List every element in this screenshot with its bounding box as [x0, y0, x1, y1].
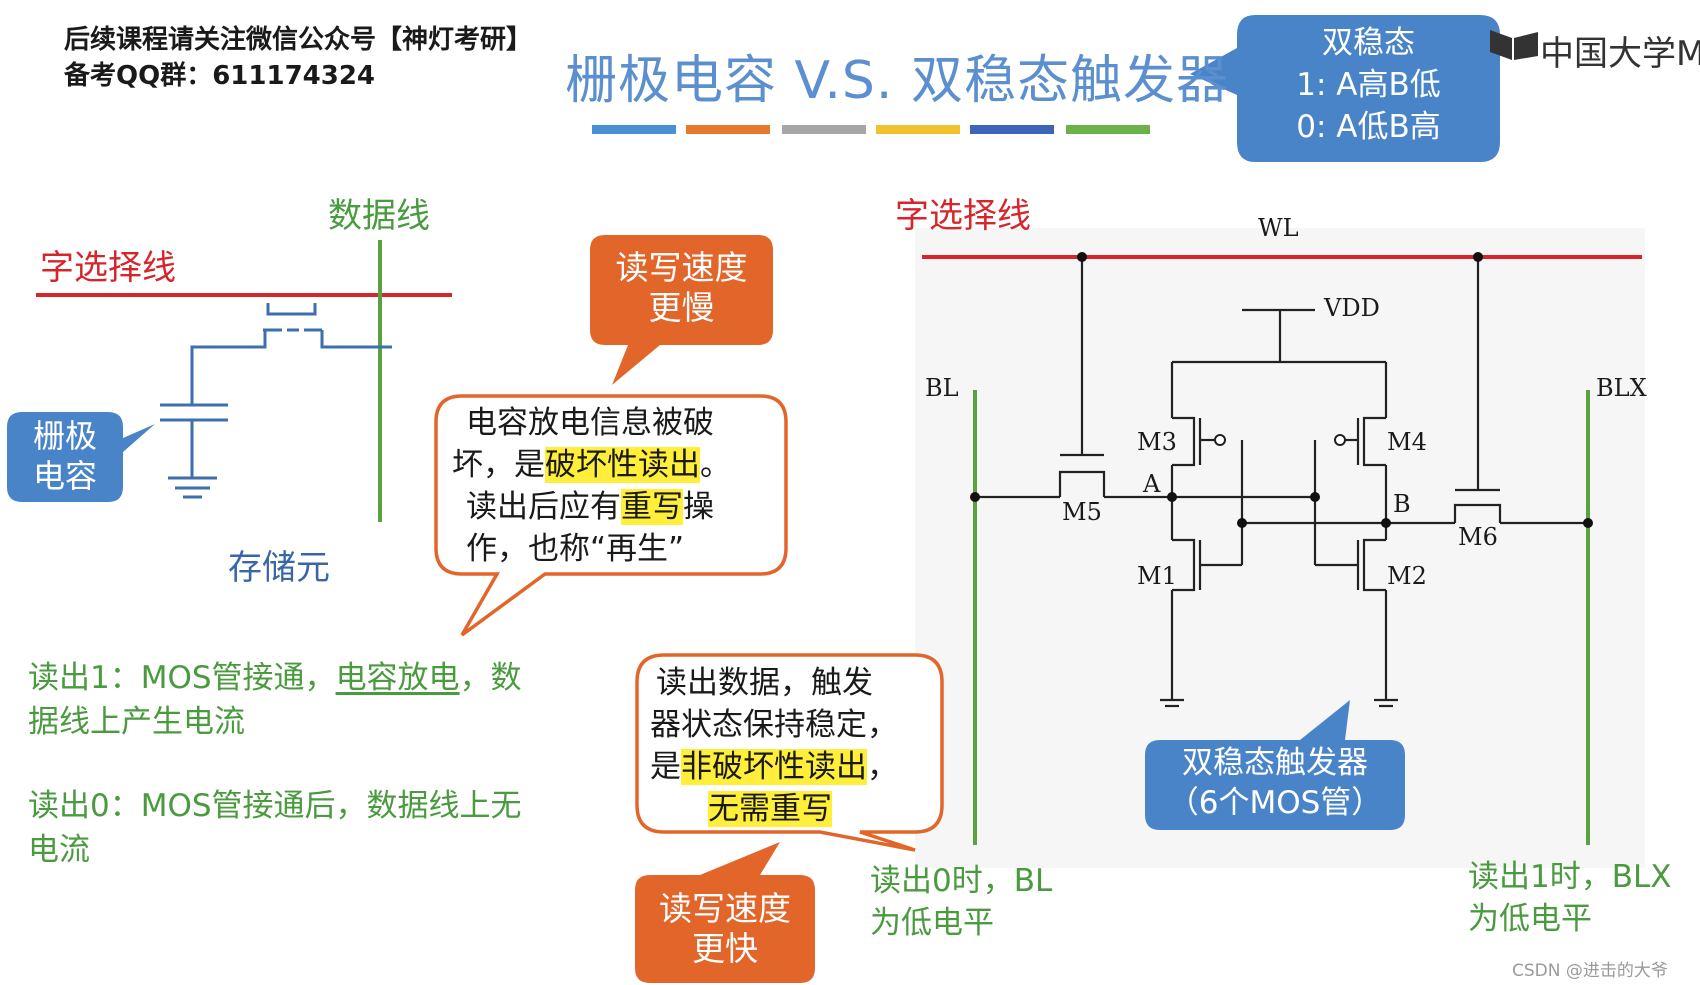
read-one-line2: 据线上产生电流	[28, 704, 245, 740]
bistable-callout-text: 双稳态 1: A高B低 0: A低B高	[1237, 22, 1500, 148]
title-bar-1	[592, 125, 676, 134]
m6-label: M6	[1458, 523, 1498, 551]
title-bar-2	[686, 125, 770, 134]
title-bar-6	[1066, 125, 1150, 134]
right-word-line-label: 字选择线	[895, 196, 1031, 236]
slow-callout-line1: 读写速度	[615, 248, 748, 287]
bistable-callout-line1: 双稳态	[1322, 25, 1415, 61]
course-notice: 后续课程请关注微信公众号【神灯考研】 备考QQ群：611174324	[64, 22, 532, 94]
destructive-line1: 电容放电信息被破	[466, 405, 714, 441]
logo-book-icon	[1490, 30, 1538, 60]
m4-label: M4	[1387, 428, 1427, 456]
csdn-watermark: CSDN @进击的大爷	[1512, 961, 1668, 981]
destructive-line2-c: 。	[700, 447, 731, 483]
fast-callout-text: 读写速度 更快	[635, 889, 815, 969]
destructive-bubble-text: 电容放电信息被破 坏，是破坏性读出。 读出后应有重写操 作，也称“再生”	[452, 402, 731, 570]
rewrite-highlight: 重写	[621, 489, 683, 525]
m5-label: M5	[1062, 498, 1102, 526]
blx-read-one-note: 读出1时，BLX 为低电平	[1468, 856, 1672, 940]
nondestructive-line1: 读出数据，触发	[656, 665, 873, 701]
destructive-line2: 坏，是破坏性读出。	[452, 444, 731, 486]
blx-read-one-line2: 为低电平	[1468, 901, 1592, 937]
flipflop-callout-shape	[1145, 700, 1405, 830]
capacitor-discharge-underlined: 电容放电	[335, 660, 460, 696]
m2-label: M2	[1387, 562, 1427, 590]
flipflop-callout-text: 双稳态触发器 （6个MOS管）	[1145, 743, 1405, 823]
read-one-c: ，数	[459, 660, 522, 696]
gate-cap-callout-text: 栅极 电容	[7, 416, 123, 496]
bl-read-zero-note: 读出0时，BL 为低电平	[870, 860, 1052, 944]
bl-read-zero-line2: 为低电平	[870, 905, 994, 941]
destructive-line2-a: 坏，是	[452, 447, 545, 483]
gate-cap-callout-shape	[7, 412, 155, 502]
slow-callout-line2: 更慢	[648, 288, 715, 327]
blx-label: BLX	[1596, 374, 1647, 402]
read-zero-note: 读出0：MOS管接通后，数据线上无 电流	[28, 784, 522, 872]
fast-callout-line2: 更快	[692, 929, 758, 968]
title-bar-3	[782, 125, 866, 134]
flipflop-label-2: （6个MOS管）	[1167, 785, 1383, 821]
destructive-line3: 读出后应有重写操	[452, 486, 731, 528]
m3-label: M3	[1137, 428, 1177, 456]
bistable-callout-shape	[1190, 15, 1500, 162]
read-one-note: 读出1：MOS管接通，电容放电，数 据线上产生电流	[28, 656, 522, 744]
gate-capacitor-symbol	[160, 403, 228, 499]
nondestructive-line3-a: 是	[650, 749, 681, 785]
nondestructive-line2: 器状态保持稳定，	[650, 707, 898, 743]
read-one-line1: 读出1：MOS管接通，电容放电，数	[28, 656, 522, 700]
read-one-a: 读出1：MOS管接通，	[28, 660, 336, 696]
flipflop-label-1: 双稳态触发器	[1182, 745, 1368, 781]
slow-callout-text: 读写速度 更慢	[590, 248, 773, 328]
nondestructive-line3: 是非破坏性读出，	[650, 746, 898, 788]
blx-read-one-line1: 读出1时，BLX	[1468, 859, 1672, 895]
course-notice-line2: 备考QQ群：611174324	[64, 61, 376, 91]
destructive-read-highlight: 破坏性读出	[545, 447, 700, 483]
sram-circuit	[922, 252, 1642, 845]
title-bar-4	[876, 125, 960, 134]
bistable-callout-line3: 0: A低B高	[1296, 109, 1441, 145]
node-a-label: A	[1143, 470, 1161, 498]
title-bar-5	[970, 125, 1054, 134]
mooc-logo-text: 中国大学MO	[1540, 34, 1700, 74]
slow-callout-shape	[590, 235, 773, 385]
bl-read-zero-line1: 读出0时，BL	[870, 863, 1053, 899]
left-word-line-label: 字选择线	[40, 248, 176, 288]
storage-cell-label: 存储元	[228, 548, 330, 588]
course-notice-line1: 后续课程请关注微信公众号【神灯考研】	[64, 25, 533, 55]
vdd-label: VDD	[1324, 294, 1380, 322]
gate-cap-label-2: 电容	[32, 457, 97, 495]
node-b-label: B	[1393, 490, 1411, 518]
wl-label: WL	[1258, 214, 1299, 242]
nondestructive-line4: 无需重写	[650, 788, 898, 830]
bistable-callout-line2: 1: A高B低	[1296, 67, 1441, 103]
bl-label: BL	[925, 374, 959, 402]
data-line-label: 数据线	[328, 196, 430, 236]
fast-callout-line1: 读写速度	[659, 889, 791, 928]
no-rewrite-highlight: 无需重写	[708, 791, 832, 827]
read-zero-line1: 读出0：MOS管接通后，数据线上无	[28, 788, 522, 824]
m1-label: M1	[1137, 562, 1177, 590]
gate-cap-label-1: 栅极	[32, 417, 97, 455]
nondestructive-bubble-text: 读出数据，触发 器状态保持稳定， 是非破坏性读出， 无需重写	[650, 662, 898, 830]
page-title: 栅极电容 V.S. 双稳态触发器	[565, 51, 1229, 111]
nondestructive-line3-c: ，	[867, 749, 898, 785]
destructive-line3-a: 读出后应有	[466, 489, 621, 525]
fast-callout-shape	[635, 842, 815, 983]
destructive-line4: 作，也称“再生”	[466, 531, 685, 567]
nondestructive-read-highlight: 非破坏性读出	[681, 749, 867, 785]
read-zero-line2: 电流	[28, 832, 90, 868]
destructive-line3-c: 操	[683, 489, 714, 525]
left-mos-transistor	[190, 303, 392, 405]
